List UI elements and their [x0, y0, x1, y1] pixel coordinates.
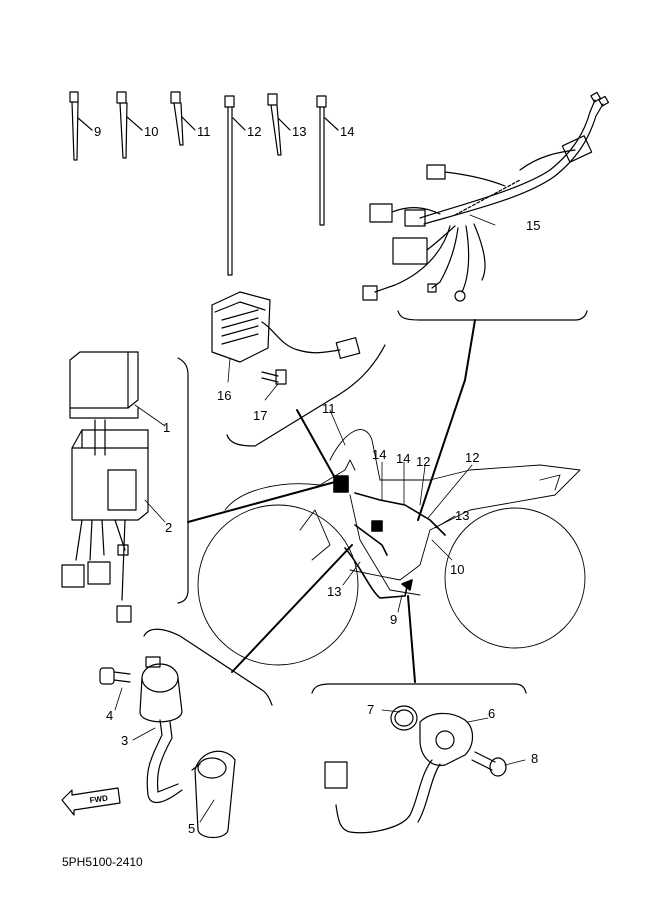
fwd-arrow-icon	[61, 787, 121, 816]
wire-harness	[362, 91, 610, 302]
cable-tie-13	[267, 93, 291, 156]
callout-14-tie: 14	[340, 124, 354, 139]
callout-10-bike: 10	[450, 562, 464, 577]
leader-lines	[187, 319, 476, 683]
callout-9-tie: 9	[94, 124, 101, 139]
callout-11-bike: 11	[322, 401, 336, 416]
callout-6: 6	[488, 706, 495, 721]
motorcycle-outline	[197, 429, 586, 666]
spark-plug-cap	[191, 750, 236, 839]
callout-1: 1	[163, 420, 170, 435]
callout-7: 7	[367, 702, 374, 717]
callout-16: 16	[217, 388, 231, 403]
callout-12-bike-b: 12	[465, 450, 479, 465]
bracket-cdi	[177, 357, 189, 604]
callout-10-tie: 10	[144, 124, 158, 139]
rectifier-regulator	[211, 291, 361, 363]
callout-13-tie: 13	[292, 124, 306, 139]
callout-4: 4	[106, 708, 113, 723]
bracket-switch	[311, 683, 527, 694]
callout-14-bike-b: 14	[396, 451, 410, 466]
ignition-coil	[139, 656, 183, 804]
callout-12-tie: 12	[247, 124, 261, 139]
cdi-unit	[69, 351, 139, 419]
callout-12-bike-a: 12	[416, 454, 430, 469]
cable-tie-10	[116, 91, 143, 159]
callout-11-tie: 11	[197, 124, 211, 139]
callout-5: 5	[188, 821, 195, 836]
bracket-harness	[397, 310, 588, 321]
cable-tie-11	[170, 91, 196, 146]
callout-8: 8	[531, 751, 538, 766]
bolt-17	[261, 369, 287, 385]
bolt-4	[99, 667, 131, 685]
switch-connector	[324, 761, 348, 789]
callout-13-bike-b: 13	[327, 584, 341, 599]
callout-2: 2	[165, 520, 172, 535]
callout-leaders	[114, 214, 526, 823]
callout-15: 15	[526, 218, 540, 233]
cable-tie-14	[316, 95, 339, 226]
callout-9-bike: 9	[390, 612, 397, 627]
callout-17: 17	[253, 408, 267, 423]
part-code: 5PH5100-2410	[62, 855, 143, 869]
o-ring-7	[390, 705, 418, 731]
bracket-regulator	[226, 344, 386, 447]
bracket-ignition	[143, 628, 273, 706]
installed-wiring	[333, 475, 446, 599]
callout-14-bike-a: 14	[372, 447, 386, 462]
fwd-label: FWD	[89, 794, 109, 805]
callout-13-bike-a: 13	[455, 508, 469, 523]
cdi-holder	[61, 419, 149, 623]
cable-tie-9	[69, 91, 93, 161]
screw-8	[471, 751, 507, 777]
callout-labels: 1 2 3 4 5 6 7 8 9 9 10 10 11 11 12 12 12…	[94, 124, 540, 836]
cable-tie-12	[224, 95, 246, 276]
neutral-switch	[335, 712, 474, 834]
callout-3: 3	[121, 733, 128, 748]
